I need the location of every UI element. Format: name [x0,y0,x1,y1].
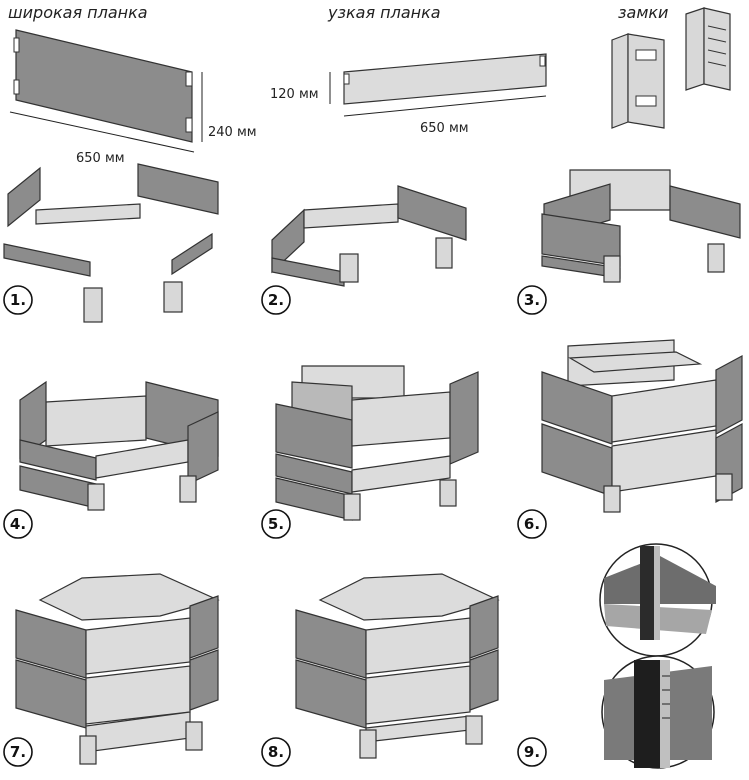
step-5-figure [275,365,479,521]
wide-plank-height: 240 мм [208,125,257,140]
step-9-number: 9. [524,743,540,761]
step-3-number: 3. [524,291,540,309]
step-7-number: 7. [10,743,26,761]
step-2-marker: 2. [261,285,291,315]
narrow-plank-label: узкая планка [327,3,441,22]
narrow-plank-width: 650 мм [420,121,469,136]
wide-plank-label: широкая планка [8,3,148,22]
step-5-number: 5. [268,515,284,533]
locks-label: замки [618,3,668,22]
step-8-marker: 8. [261,737,291,767]
wide-plank-panel [15,29,193,143]
step-9-marker: 9. [517,737,547,767]
lock-piece-2 [685,7,731,91]
step-4-marker: 4. [3,509,33,539]
step-7-marker: 7. [3,737,33,767]
wide-plank-width: 650 мм [76,151,125,166]
wide-plank-figure: широкая планка 650 мм 240 мм [8,3,257,166]
step-9-figure [599,543,716,769]
narrow-plank-height: 120 мм [270,87,319,102]
step-3-marker: 3. [517,285,547,315]
narrow-plank-figure: узкая планка 120 мм 650 мм [270,3,547,136]
step-2-figure [271,185,467,287]
step-3-figure [541,169,741,283]
step-6-number: 6. [524,515,540,533]
step-1-marker: 1. [3,285,33,315]
step-2-number: 2. [268,291,284,309]
lock-piece-1 [611,33,665,129]
step-6-marker: 6. [517,509,547,539]
step-4-figure [19,380,219,511]
step-5-marker: 5. [261,509,291,539]
step-1-number: 1. [10,291,26,309]
step-1-figure [3,163,219,323]
step-8-number: 8. [268,743,284,761]
step-8-figure [295,573,500,759]
step-6-figure [541,339,743,513]
step-7-figure [15,573,220,765]
narrow-plank-panel [343,53,547,105]
locks-figure: замки [611,3,731,129]
step-4-number: 4. [10,515,26,533]
